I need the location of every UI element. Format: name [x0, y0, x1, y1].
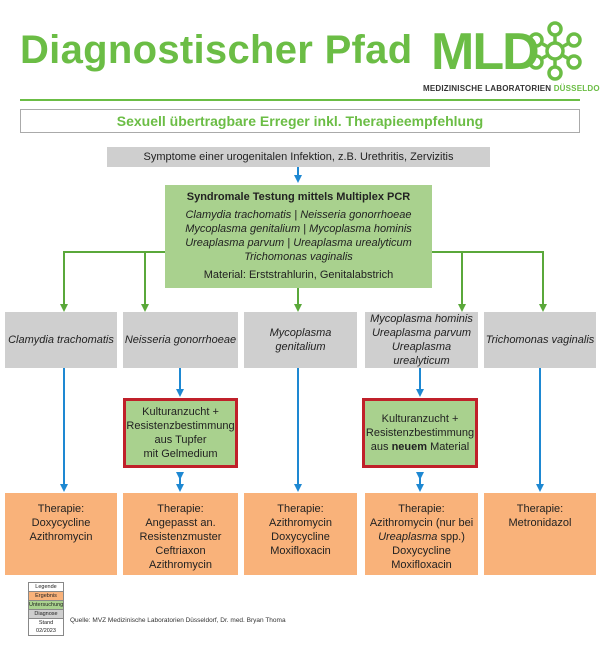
diagnosis-trichomonas: Trichomonas vaginalis: [484, 312, 596, 368]
culture-box-neisseria: Kulturanzucht + Resistenzbestimmung aus …: [123, 398, 238, 468]
pcr-pathogen-line: Mycoplasma genitalium | Mycoplasma homin…: [185, 223, 412, 235]
page-title: Diagnostischer Pfad: [20, 28, 413, 72]
therapy-trichomonas: Therapie: Metronidazol: [484, 493, 596, 575]
logo-subtitle: MEDIZINISCHE LABORATORIEN DÜSSELDORF: [423, 84, 600, 93]
legend-title: Legende: [29, 583, 63, 592]
legend-item-examination: Untersuchung: [29, 601, 64, 610]
pcr-title: Syndromale Testung mittels Multiplex PCR: [186, 191, 411, 203]
diagnosis-mycoplasma-ureaplasma: Mycoplasma hominis Ureaplasma parvum Ure…: [365, 312, 478, 368]
pcr-pathogen-line: Trichomonas vaginalis: [244, 251, 353, 263]
pcr-pathogen-line: Clamydia trachomatis | Neisseria gonorrh…: [185, 209, 412, 221]
legend: Legende Ergebnis Untersuchung Diagnose S…: [28, 582, 64, 636]
diagram-subtitle: Sexuell übertragbare Erreger inkl. Thera…: [20, 109, 580, 133]
symptoms-box: Symptome einer urogenitalen Infektion, z…: [107, 147, 490, 167]
legend-item-result: Ergebnis: [29, 592, 63, 601]
pcr-pathogen-line: Ureaplasma parvum | Ureaplasma urealytic…: [185, 237, 412, 249]
diagnosis-chlamydia: Clamydia trachomatis: [5, 312, 117, 368]
pcr-testing-box: Syndromale Testung mittels Multiplex PCR…: [165, 185, 432, 288]
diagnosis-neisseria: Neisseria gonorrhoeae: [123, 312, 238, 368]
source-note: Quelle: MVZ Medizinische Laboratorien Dü…: [70, 617, 286, 624]
therapy-mycoplasma-genitalium: Therapie: Azithromycin Doxycycline Moxif…: [244, 493, 357, 575]
header-divider: [20, 99, 580, 101]
legend-item-diagnosis: Diagnose: [29, 610, 63, 619]
therapy-mycoplasma-ureaplasma: Therapie: Azithromycin (nur bei Ureaplas…: [365, 493, 478, 575]
therapy-chlamydia: Therapie: Doxycycline Azithromycin: [5, 493, 117, 575]
mld-logo: MLD: [431, 23, 540, 81]
culture-box-mycoplasma: Kulturanzucht + Resistenzbestimmung aus …: [362, 398, 478, 468]
molecule-logo-icon: [528, 21, 582, 81]
therapy-neisseria: Therapie: Angepasst an. Resistenzmuster …: [123, 493, 238, 575]
pcr-material: Material: Erststrahlurin, Genitalabstric…: [203, 269, 394, 281]
diagnosis-mycoplasma-genitalium: Mycoplasma genitalium: [244, 312, 357, 368]
legend-stand: Stand 02/2023: [36, 620, 56, 634]
